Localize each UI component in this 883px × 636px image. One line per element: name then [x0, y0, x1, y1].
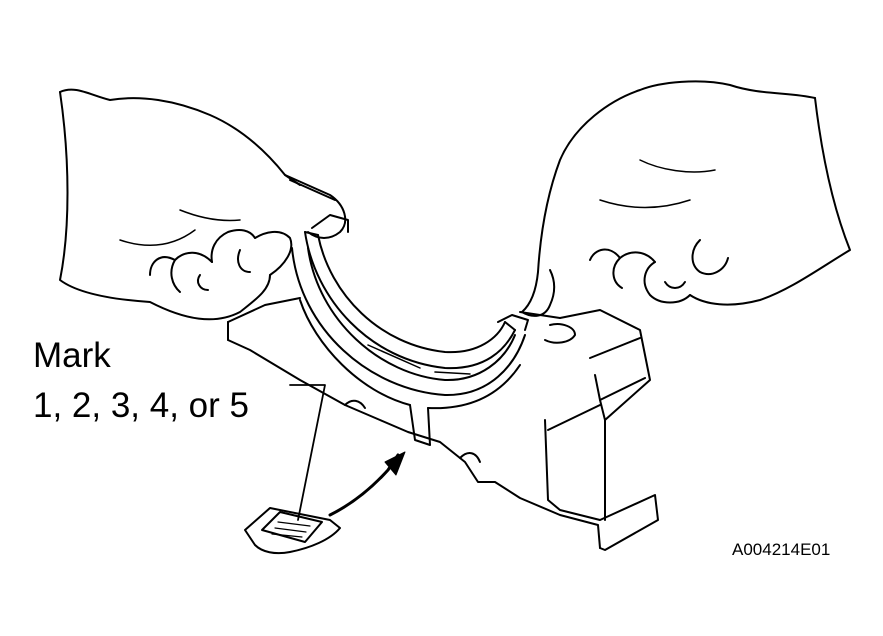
mark-number-options: 1, 2, 3, 4, or 5 [33, 386, 249, 425]
mark-detail [244, 507, 341, 555]
mark-label: Mark [33, 336, 111, 375]
indicator-arrow [328, 451, 406, 517]
bearing-shell [304, 214, 529, 370]
right-hand [521, 80, 851, 317]
bearing-cap [227, 247, 659, 551]
figure-code: A004214E01 [732, 540, 831, 559]
left-hand [59, 88, 347, 321]
callout-leader [289, 384, 326, 521]
